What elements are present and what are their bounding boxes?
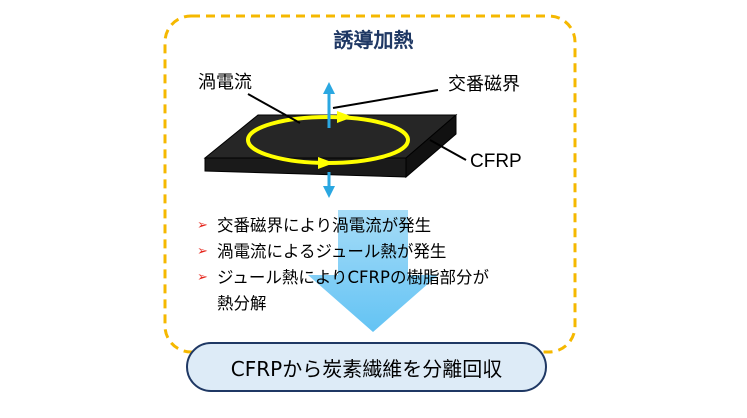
alternating-field-leader-line — [332, 89, 439, 109]
bullet-item: ➢ 渦電流によるジュール熱が発生 — [197, 239, 489, 265]
cfrp-leader-line — [429, 139, 467, 161]
cfrp-label: CFRP — [470, 151, 522, 172]
process-flow-arrow — [308, 210, 438, 332]
eddy-current-label: 渦電流 — [198, 72, 252, 93]
eddy-current-arrowhead-top — [337, 111, 353, 123]
field-arrow-down-head — [323, 186, 335, 198]
bullet-item: ➢ ジュール熱によりCFRPの樹脂部分が 熱分解 — [197, 265, 489, 317]
bullet-text: ジュール熱によりCFRPの樹脂部分が — [217, 268, 489, 287]
bullet-text: 渦電流によるジュール熱が発生 — [217, 242, 447, 261]
diagram-title: 誘導加熱 — [333, 28, 414, 52]
bullet-marker-icon: ➢ — [197, 218, 208, 233]
mechanism-bullet-list: ➢ 交番磁界により渦電流が発生 ➢ 渦電流によるジュール熱が発生 ➢ ジュール熱… — [197, 213, 489, 317]
cfrp-plate-side — [405, 113, 457, 179]
result-box: CFRPから炭素繊維を分離回収 — [186, 342, 547, 392]
bullet-marker-icon: ➢ — [197, 270, 208, 285]
bullet-text: 交番磁界により渦電流が発生 — [217, 216, 432, 235]
alternating-field-label: 交番磁界 — [448, 74, 520, 95]
field-arrow-up-head — [323, 82, 335, 94]
result-text: CFRPから炭素繊維を分離回収 — [230, 356, 503, 381]
bullet-text-continued: 熱分解 — [217, 294, 267, 313]
bullet-marker-icon: ➢ — [197, 244, 208, 259]
eddy-current-arrowhead-bottom — [318, 157, 334, 169]
bullet-item: ➢ 交番磁界により渦電流が発生 — [197, 213, 489, 239]
eddy-current-leader-line — [247, 93, 301, 124]
